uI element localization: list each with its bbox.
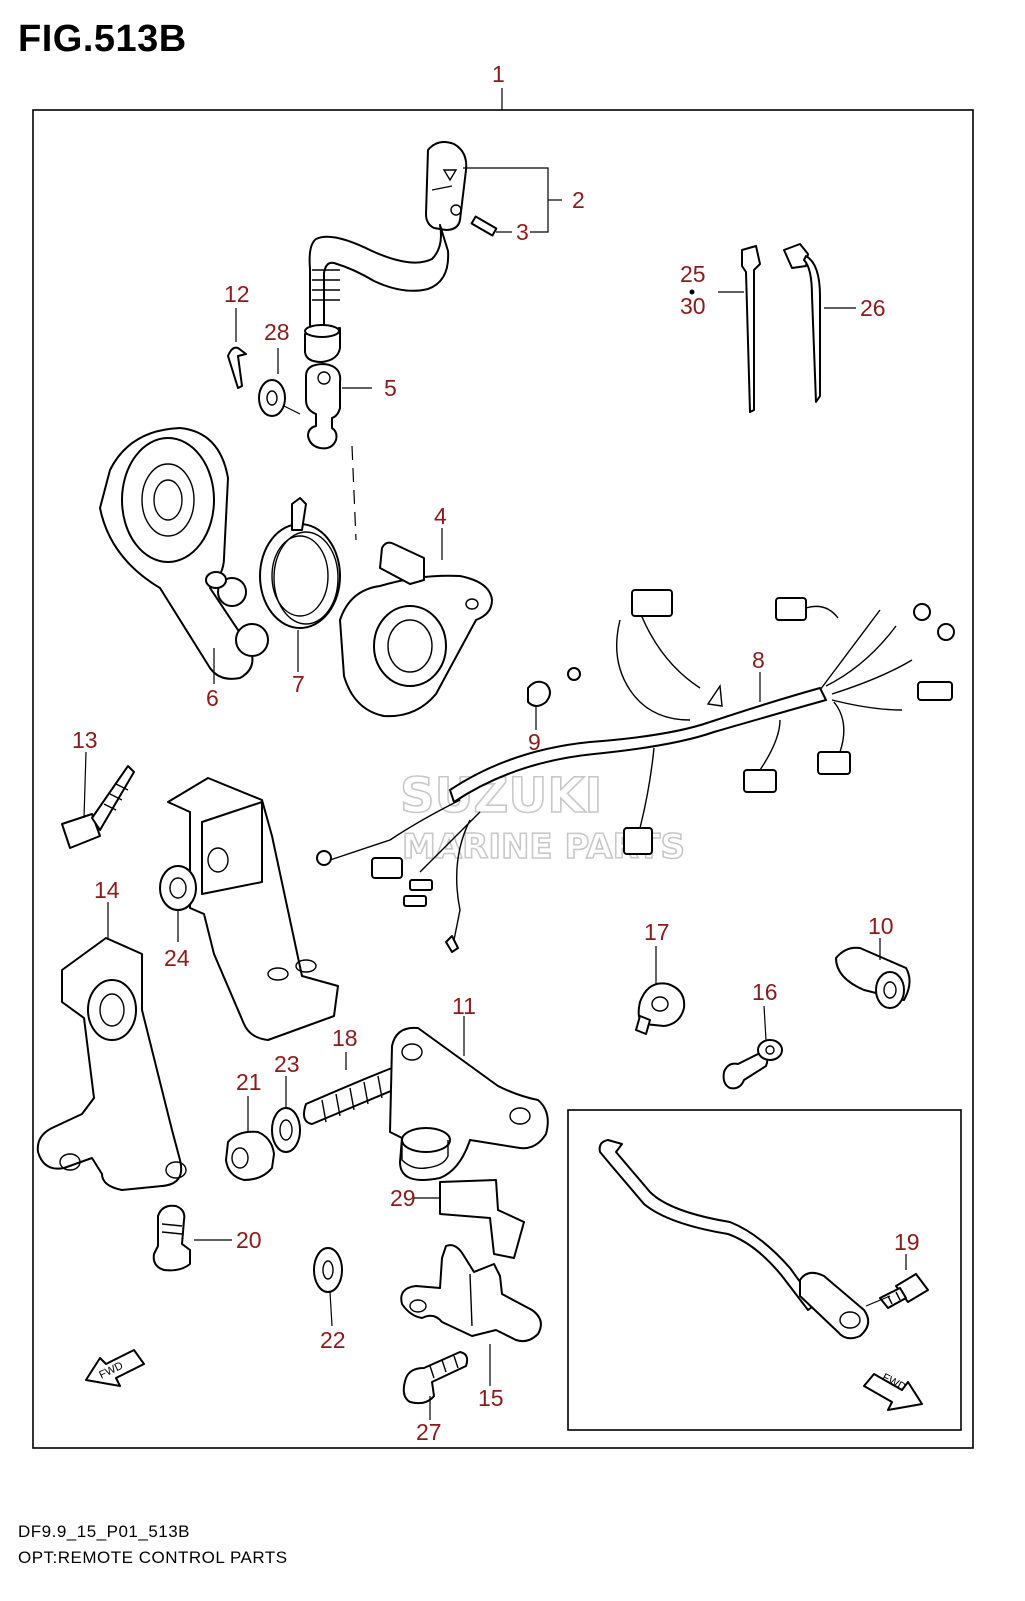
callout-4: 4 (434, 503, 447, 529)
callout-30: 30 (680, 293, 706, 319)
callout-25: 25 (680, 261, 706, 287)
callout-12: 12 (224, 281, 250, 307)
sleeve-10 (835, 946, 911, 1009)
callout-6: 6 (206, 685, 219, 711)
callout-11: 11 (452, 993, 476, 1019)
callout-10: 10 (868, 913, 894, 939)
callouts: 1 2 3 4 5 6 7 8 9 10 11 12 13 14 15 16 1… (72, 61, 920, 1445)
callout-7: 7 (292, 671, 305, 697)
callout-29: 29 (390, 1185, 416, 1211)
main-frame (32, 109, 974, 1449)
inset-rod (598, 1139, 929, 1340)
callout-9: 9 (528, 729, 541, 755)
plate-29 (439, 1179, 525, 1259)
fwd-arrow-right: FWD (863, 1371, 923, 1411)
grommet-24 (159, 865, 197, 911)
callout-15: 15 (478, 1385, 504, 1411)
callout-14: 14 (94, 877, 120, 903)
callout-2: 2 (572, 187, 585, 213)
bracket-11 (389, 1026, 549, 1181)
figure-title: FIG.513B (18, 18, 187, 60)
cam-plate (339, 541, 493, 718)
callout-18: 18 (332, 1025, 358, 1051)
control-lever (99, 427, 269, 680)
terminal-16 (722, 1039, 783, 1090)
callout-17: 17 (644, 919, 670, 945)
bolt-27 (402, 1351, 469, 1405)
wiring-harness (316, 589, 955, 953)
nut-washer-stud (225, 1067, 401, 1181)
callout-28: 28 (264, 319, 290, 345)
callout-16: 16 (752, 979, 778, 1005)
callout-8: 8 (752, 647, 765, 673)
callout-5: 5 (384, 375, 397, 401)
swivel-part (304, 324, 342, 450)
mount-bracket-14 (36, 937, 187, 1191)
return-spring (259, 497, 341, 629)
callout-20: 20 (236, 1227, 262, 1253)
bracket-15 (400, 1244, 542, 1343)
fwd-arrow-left: FWD (85, 1349, 145, 1387)
washer-22 (313, 1247, 343, 1293)
callout-13: 13 (72, 727, 98, 753)
bolt-20 (152, 1204, 191, 1272)
callout-26: 26 (860, 295, 886, 321)
callout-19: 19 (894, 1229, 920, 1255)
callout-1: 1 (492, 61, 505, 87)
throttle-rod (308, 141, 498, 330)
cotter-pin (227, 346, 247, 389)
clip-17 (635, 982, 686, 1035)
tie-straps (741, 243, 821, 413)
callout-3: 3 (516, 219, 529, 245)
footer-code: DF9.9_15_P01_513B (18, 1522, 191, 1541)
callout-21: 21 (236, 1069, 262, 1095)
tapping-screw (61, 765, 135, 849)
remote-bracket (167, 777, 339, 1041)
callout-23: 23 (274, 1051, 300, 1077)
footer-description: OPT:REMOTE CONTROL PARTS (18, 1548, 288, 1567)
washer-28 (258, 379, 286, 417)
callout-24: 24 (164, 945, 190, 971)
callout-22: 22 (320, 1327, 346, 1353)
callout-27: 27 (416, 1419, 442, 1445)
inset-frame (567, 1109, 962, 1431)
grommet-9 (527, 680, 551, 707)
